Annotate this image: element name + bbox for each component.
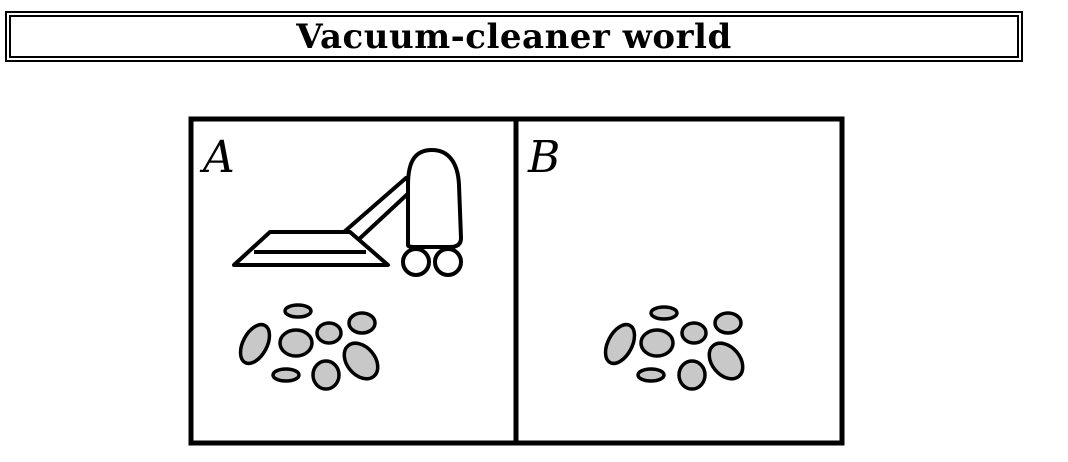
room-b-label: B bbox=[527, 132, 560, 183]
room-b: B bbox=[513, 116, 845, 446]
room-a-border bbox=[188, 116, 519, 446]
vacuum-wheel-left bbox=[401, 247, 431, 277]
dirt-particle bbox=[680, 321, 708, 345]
dirt-particle bbox=[639, 328, 675, 358]
dirt-pile-b bbox=[603, 305, 745, 391]
vacuum-nozzle bbox=[232, 230, 390, 267]
title-inner-border: Vacuum-cleaner world bbox=[9, 15, 1019, 58]
dirt-particle bbox=[603, 322, 637, 366]
dirt-pile-a bbox=[238, 303, 380, 391]
dirt-particle bbox=[278, 328, 314, 358]
room-b-border bbox=[513, 116, 845, 446]
page-title: Vacuum-cleaner world bbox=[296, 16, 732, 57]
dirt-particle bbox=[311, 359, 341, 391]
dirt-particle bbox=[271, 367, 301, 383]
dirt-particle bbox=[347, 311, 377, 335]
dirt-particle bbox=[649, 305, 679, 321]
vacuum-wheel-right bbox=[433, 247, 463, 277]
title-box: Vacuum-cleaner world bbox=[5, 11, 1023, 62]
dirt-particle bbox=[342, 341, 380, 381]
dirt-particle bbox=[636, 367, 666, 383]
room-a-label: A bbox=[199, 132, 235, 183]
vacuum-body bbox=[406, 148, 463, 249]
dirt-particle bbox=[713, 311, 743, 335]
dirt-particle bbox=[315, 321, 343, 345]
dirt-particle bbox=[238, 322, 272, 366]
vacuum-cleaner-icon bbox=[232, 148, 463, 277]
dirt-particle bbox=[677, 359, 707, 391]
room-a: A bbox=[188, 116, 519, 446]
dirt-particle bbox=[707, 341, 745, 381]
vacuum-handle bbox=[342, 176, 416, 244]
dirt-particle bbox=[283, 303, 313, 319]
